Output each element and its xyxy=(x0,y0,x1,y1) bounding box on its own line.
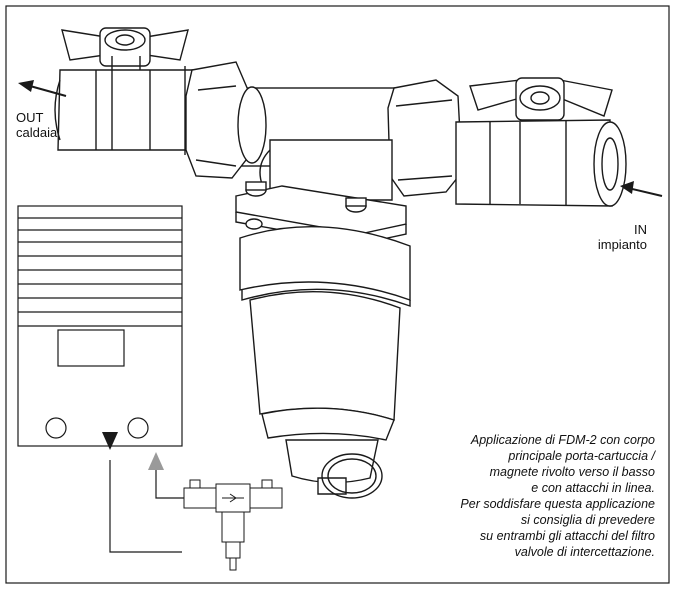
boiler-display xyxy=(57,329,125,367)
out-label: OUT caldaia xyxy=(16,110,57,140)
boiler-knob-left xyxy=(45,417,67,439)
right-ball-valve xyxy=(455,77,627,207)
caption-line: su entrambi gli attacchi del filtro xyxy=(479,529,655,543)
in-label-line1: IN xyxy=(634,222,647,237)
filter-bowl xyxy=(239,226,411,499)
filter-tee-body xyxy=(185,61,463,201)
caption-line: e con attacchi in linea. xyxy=(531,481,655,495)
small-filter-assembly xyxy=(183,479,283,571)
supply-arrow xyxy=(102,432,118,450)
page-border xyxy=(5,5,670,584)
caption-line: magnete rivolto verso il basso xyxy=(489,465,655,479)
in-label: IN impianto xyxy=(598,222,647,252)
boiler-unit xyxy=(17,205,183,447)
return-arrow xyxy=(148,452,164,470)
boiler-knob-right xyxy=(127,417,149,439)
out-flow-arrow xyxy=(18,80,67,97)
out-label-line2: caldaia xyxy=(16,125,58,140)
in-label-line2: impianto xyxy=(597,237,647,252)
caption-line: valvole di intercettazione. xyxy=(514,545,655,559)
caption-line: principale porta-cartuccia / xyxy=(508,449,655,463)
in-flow-arrow xyxy=(620,181,663,197)
out-label-line1: OUT xyxy=(16,110,44,125)
left-ball-valve xyxy=(54,27,213,155)
pipe-connections xyxy=(109,460,186,553)
caption-line: Applicazione di FDM-2 con corpo xyxy=(470,433,655,447)
caption-line: Per soddisfare questa applicazione xyxy=(460,497,655,511)
caption-line: si consiglia di prevedere xyxy=(520,513,655,527)
application-caption: Applicazione di FDM-2 con corpo principa… xyxy=(355,432,655,560)
